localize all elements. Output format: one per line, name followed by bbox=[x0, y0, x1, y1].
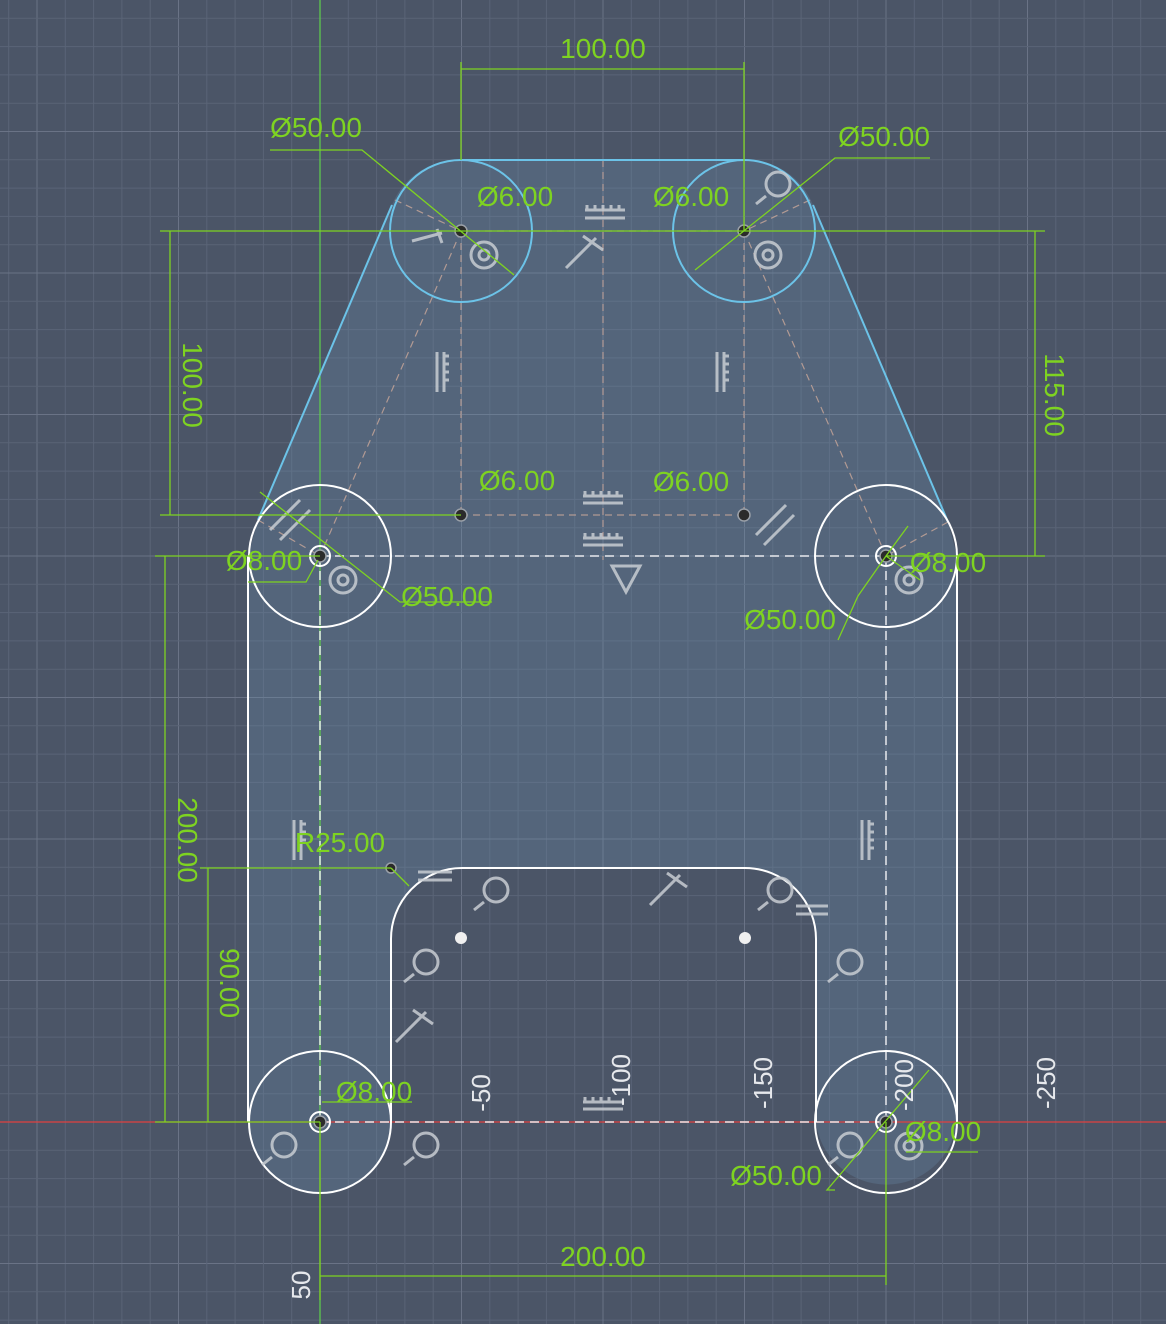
construction-lines bbox=[257, 160, 949, 1123]
profile-fill bbox=[248, 159, 957, 1194]
axis-label: -250 bbox=[1031, 1057, 1061, 1109]
dim-mid-left-dia[interactable]: Ø50.00 bbox=[401, 581, 493, 612]
dim-bottom-right-hole8[interactable]: Ø8.00 bbox=[905, 1116, 981, 1147]
dim-top-left-dia[interactable]: Ø50.00 bbox=[270, 112, 362, 143]
dim-top-left-hole[interactable]: Ø6.00 bbox=[477, 181, 553, 212]
dim-top-width[interactable]: 100.00 bbox=[560, 33, 646, 64]
dim-top-right-hole[interactable]: Ø6.00 bbox=[653, 181, 729, 212]
dim-bottom-width[interactable]: 200.00 bbox=[560, 1241, 646, 1272]
dim-mid-right-dia[interactable]: Ø50.00 bbox=[744, 604, 836, 635]
axis-label: -200 bbox=[889, 1059, 919, 1111]
constraint-glyphs[interactable] bbox=[261, 170, 924, 1167]
dim-mid-right-hole8[interactable]: Ø8.00 bbox=[910, 547, 986, 578]
dimension-texts[interactable]: 100.00 Ø50.00 Ø50.00 Ø6.00 Ø6.00 100.00 … bbox=[172, 33, 1070, 1272]
dim-top-right-dia[interactable]: Ø50.00 bbox=[838, 121, 930, 152]
dim-inner-radius[interactable]: R25.00 bbox=[295, 827, 385, 858]
dim-bottom-right-dia[interactable]: Ø50.00 bbox=[730, 1160, 822, 1191]
axis-label: -150 bbox=[748, 1057, 778, 1109]
dim-bottom-left-hole8[interactable]: Ø8.00 bbox=[336, 1076, 412, 1107]
axis-labels: 50 -50 -100 -150 -200 -250 bbox=[286, 1054, 1061, 1299]
dim-left-height-100[interactable]: 100.00 bbox=[177, 342, 208, 428]
axis-label: 50 bbox=[286, 1271, 316, 1300]
axis-label: -100 bbox=[606, 1054, 636, 1106]
dim-right-height-115[interactable]: 115.00 bbox=[1039, 353, 1070, 437]
dim-left-height-200[interactable]: 200.00 bbox=[172, 797, 203, 883]
dim-mid-left-hole6[interactable]: Ø6.00 bbox=[479, 465, 555, 496]
dimension-lines[interactable] bbox=[155, 62, 1045, 1300]
dim-mid-right-hole6[interactable]: Ø6.00 bbox=[653, 466, 729, 497]
axis-label: -50 bbox=[466, 1074, 496, 1112]
dim-left-height-90[interactable]: 90.00 bbox=[214, 948, 245, 1018]
dim-mid-left-hole8[interactable]: Ø8.00 bbox=[226, 545, 302, 576]
